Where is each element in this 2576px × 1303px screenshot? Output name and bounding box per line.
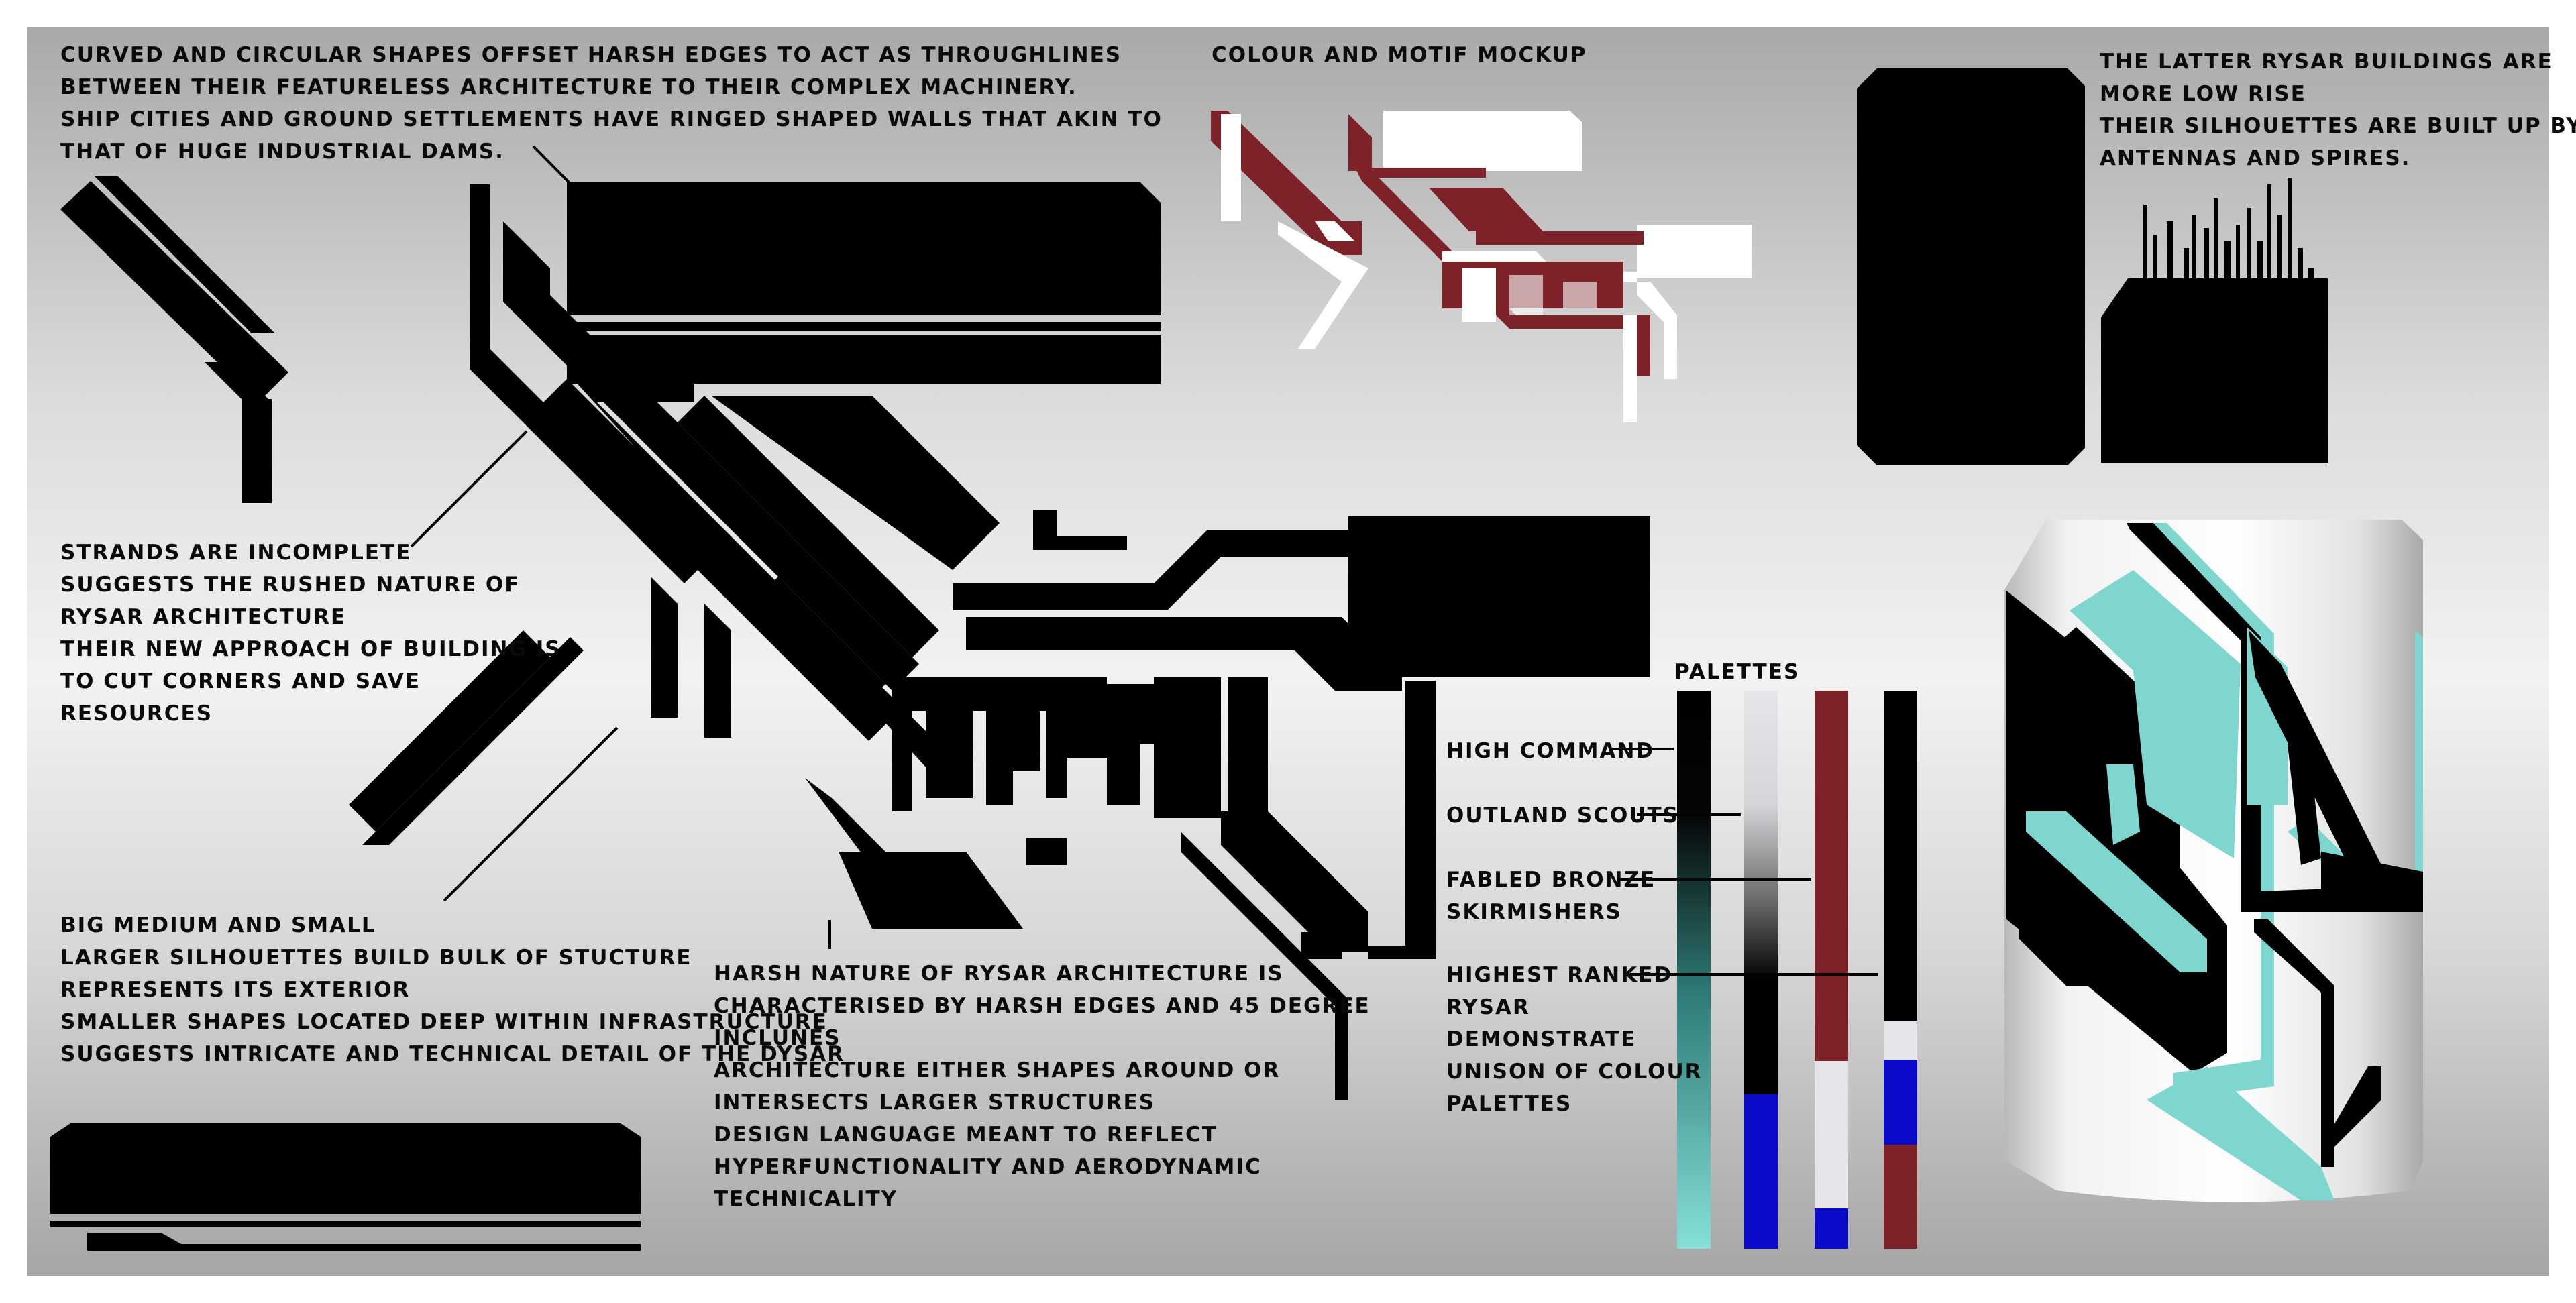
note-line: DESIGN LANGUAGE MEANT TO REFLECT <box>714 1123 1218 1147</box>
note-line: RYSAR ARCHITECTURE <box>60 605 347 629</box>
note-strands: STRANDS ARE INCOMPLETE SUGGESTS THE RUSH… <box>60 536 561 730</box>
note-line: INTERSECTS LARGER STRUCTURES <box>714 1090 1156 1115</box>
note-line: ARCHITECTURE EITHER SHAPES AROUND OR <box>714 1058 1281 1082</box>
rounded-slab <box>1857 68 2085 465</box>
palette-label: HIGH COMMAND <box>1446 739 1655 763</box>
palette-label: FABLED BRONZE <box>1446 868 1656 892</box>
note-latter-buildings: THE LATTER RYSAR BUILDINGS ARE MORE LOW … <box>2100 46 2576 174</box>
note-line: HARSH NATURE OF RYSAR ARCHITECTURE IS <box>714 962 1284 986</box>
note-line: HYPERFUNCTIONALITY AND AERODYNAMIC <box>714 1155 1262 1179</box>
note-line: THE LATTER RYSAR BUILDINGS ARE <box>2100 50 2553 74</box>
note-line: STRANDS ARE INCOMPLETE <box>60 541 412 565</box>
note-line: MORE LOW RISE <box>2100 82 2306 106</box>
palette-label: PALETTES <box>1446 1092 1572 1116</box>
note-harsh-nature: HARSH NATURE OF RYSAR ARCHITECTURE IS CH… <box>714 958 1371 1215</box>
note-line: TECHNICALITY <box>714 1187 898 1211</box>
palette-label-outland-scouts: OUTLAND SCOUTS <box>1446 799 1679 832</box>
note-line: SHIP CITIES AND GROUND SETTLEMENTS HAVE … <box>60 107 1163 131</box>
colour-motif-mockup <box>1211 111 1752 422</box>
note-line: THAT OF HUGE INDUSTRIAL DAMS. <box>60 139 504 164</box>
note-line: SUGGESTS THE RUSHED NATURE OF <box>60 573 521 597</box>
palette-label: DEMONSTRATE <box>1446 1027 1637 1052</box>
note-line: CURVED AND CIRCULAR SHAPES OFFSET HARSH … <box>60 43 1122 67</box>
palette-leader-lines <box>1611 748 1878 976</box>
colour-motif-heading: COLOUR AND MOTIF MOCKUP <box>1212 43 1587 67</box>
palette-label-high-command: HIGH COMMAND <box>1446 735 1654 767</box>
palette-swatches <box>1677 691 1917 1249</box>
palette-label: SKIRMISHERS <box>1446 900 1622 924</box>
low-rise-building <box>2101 178 2328 463</box>
note-line: INCLUNES <box>714 1026 841 1050</box>
palette-label-fabled-bronze: FABLED BRONZE SKIRMISHERS <box>1446 864 1656 928</box>
note-line: ANTENNAS AND SPIRES. <box>2100 146 2411 170</box>
note-line: THEIR NEW APPROACH OF BUILDING IS <box>60 637 561 661</box>
palette-label: OUTLAND SCOUTS <box>1446 803 1679 828</box>
palettes-title: PALETTES <box>1674 660 1801 684</box>
palettes-heading: PALETTES <box>1674 656 1800 688</box>
note-line: SUGGESTS INTRICATE AND TECHNICAL DETAIL … <box>60 1042 845 1066</box>
note-curved-shapes: CURVED AND CIRCULAR SHAPES OFFSET HARSH … <box>60 39 1163 168</box>
can-mockup <box>2004 520 2423 1202</box>
note-line: RESOURCES <box>60 701 213 726</box>
note-line: REPRESENTS ITS EXTERIOR <box>60 978 411 1002</box>
note-colour-motif: COLOUR AND MOTIF MOCKUP <box>1212 39 1587 71</box>
note-line: BETWEEN THEIR FEATURELESS ARCHITECTURE T… <box>60 75 1077 99</box>
note-line: THEIR SILHOUETTES ARE BUILT UP BY <box>2100 114 2576 138</box>
note-line: SMALLER SHAPES LOCATED DEEP WITHIN INFRA… <box>60 1010 828 1034</box>
palette-label-highest-ranked: HIGHEST RANKED RYSAR DEMONSTRATE UNISON … <box>1446 959 1703 1120</box>
note-line: TO CUT CORNERS AND SAVE <box>60 669 421 693</box>
note-line: LARGER SILHOUETTES BUILD BULK OF STUCTUR… <box>60 946 692 970</box>
palette-label: HIGHEST RANKED <box>1446 963 1673 987</box>
note-line: CHARACTERISED BY HARSH EDGES AND 45 DEGR… <box>714 994 1371 1018</box>
note-line: BIG MEDIUM AND SMALL <box>60 913 376 938</box>
main-silhouette <box>60 176 1650 1100</box>
note-big-medium-small: BIG MEDIUM AND SMALL LARGER SILHOUETTES … <box>60 909 845 1070</box>
palette-label: UNISON OF COLOUR <box>1446 1060 1703 1084</box>
annotation-lines <box>410 145 831 949</box>
palette-label: RYSAR <box>1446 995 1530 1019</box>
bottom-left-bar <box>50 1123 641 1251</box>
